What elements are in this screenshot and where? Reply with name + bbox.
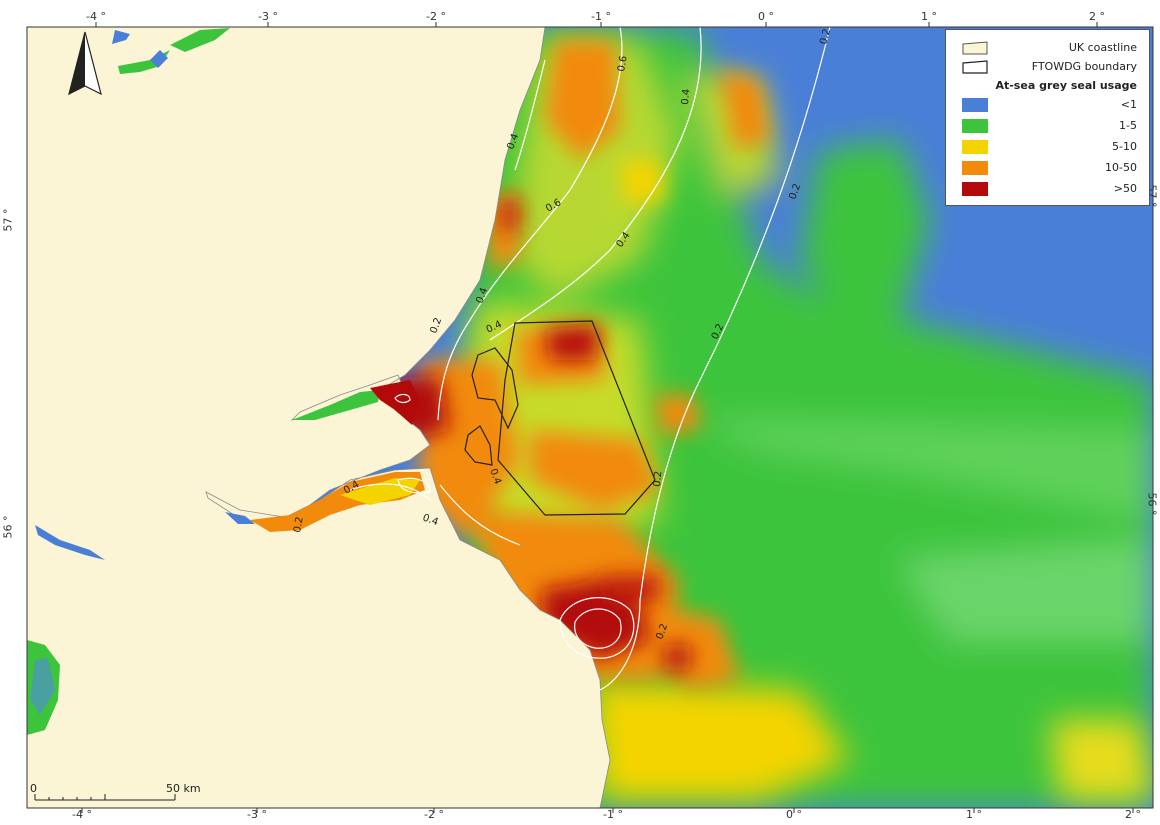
- class-swatch: [962, 140, 988, 154]
- lon-tick-bottom: 2 °: [1125, 808, 1141, 821]
- lon-tick-top: -4 °: [86, 10, 106, 23]
- legend-label: 10-50: [1105, 161, 1137, 174]
- lon-tick-bottom: -2 °: [424, 808, 444, 821]
- legend-label: UK coastline: [1068, 41, 1137, 54]
- legend-row-class: 10-50: [946, 159, 1149, 177]
- seal-usage-raster: [375, 30, 1153, 808]
- lon-tick-top: -2 °: [426, 10, 446, 23]
- contour-label: 0.4: [680, 88, 692, 105]
- north-arrow-icon: [68, 31, 102, 96]
- lon-tick-bottom: -3 °: [247, 808, 267, 821]
- scale-bar-zero-label: 0: [30, 782, 37, 795]
- contour-lines: [349, 27, 831, 691]
- lon-tick-top: 1 °: [921, 10, 937, 23]
- contour-label: 0.4: [505, 132, 521, 151]
- class-swatch: [962, 98, 988, 112]
- map-border: [26, 26, 1154, 809]
- lon-tick-bottom: -1 °: [603, 808, 623, 821]
- legend-label: <1: [1120, 98, 1137, 111]
- contour-label: 0.4: [487, 467, 503, 486]
- lon-tick-top: 0 °: [758, 10, 774, 23]
- lon-tick-bottom: 1 °: [966, 808, 982, 821]
- ftowdg-boundaries: [464, 320, 656, 516]
- legend-label: 5-10: [1112, 140, 1137, 153]
- legend-row-class: >50: [946, 180, 1149, 198]
- contour-label: 0.2: [787, 182, 803, 201]
- frame-ticks: [81, 22, 1134, 813]
- lat-tick-right: 56 °: [1145, 492, 1159, 516]
- boundary-north: [471, 347, 519, 430]
- contour-label: 0.4: [474, 286, 490, 305]
- legend-heading-row: At-sea grey seal usage: [946, 77, 1149, 95]
- legend-row-class: 5-10: [946, 138, 1149, 156]
- boundary-swatch: [962, 60, 988, 74]
- legend-label: FTOWDG boundary: [1031, 60, 1137, 73]
- contour-label: 0.2: [818, 28, 833, 46]
- lon-tick-bottom: -4 °: [72, 808, 92, 821]
- lon-tick-top: 2 °: [1089, 10, 1105, 23]
- scale-bar-distance-label: 50 km: [166, 782, 201, 795]
- class-swatch: [962, 119, 988, 133]
- lat-tick-left: 57 °: [1, 208, 15, 232]
- scale-bar: [34, 794, 176, 801]
- contour-label: 0.6: [616, 55, 630, 73]
- legend-label: >50: [1113, 182, 1137, 195]
- legend-row-boundary: FTOWDG boundary: [946, 58, 1149, 76]
- boundary-south: [464, 425, 493, 466]
- legend-row-class: 1-5: [946, 117, 1149, 135]
- legend-row-coastline: UK coastline: [946, 39, 1149, 57]
- lon-tick-top: -3 °: [258, 10, 278, 23]
- map-legend: UK coastline FTOWDG boundary At-sea grey…: [945, 29, 1150, 206]
- boundary-main: [497, 320, 656, 516]
- northwest-coast-fragments: [27, 28, 255, 735]
- legend-heading: At-sea grey seal usage: [995, 79, 1137, 92]
- lon-tick-top: -1 °: [591, 10, 611, 23]
- contour-label: 0.4: [421, 512, 440, 528]
- class-swatch: [962, 161, 988, 175]
- contour-label: 0.2: [654, 622, 670, 641]
- coastline-swatch: [962, 41, 988, 55]
- legend-label: 1-5: [1119, 119, 1137, 132]
- contour-label: 0.2: [652, 470, 664, 487]
- lat-tick-left: 56 °: [1, 515, 15, 539]
- legend-row-class: <1: [946, 96, 1149, 114]
- contour-label: 0.2: [292, 516, 306, 534]
- contour-label: 0.2: [428, 316, 444, 335]
- class-swatch: [962, 182, 988, 196]
- lon-tick-bottom: 0 °: [786, 808, 802, 821]
- contour-value-labels: 0.6 0.4 0.2 0.2 0.2 0.4 0.6 0.4 0.4 0.2 …: [292, 28, 833, 641]
